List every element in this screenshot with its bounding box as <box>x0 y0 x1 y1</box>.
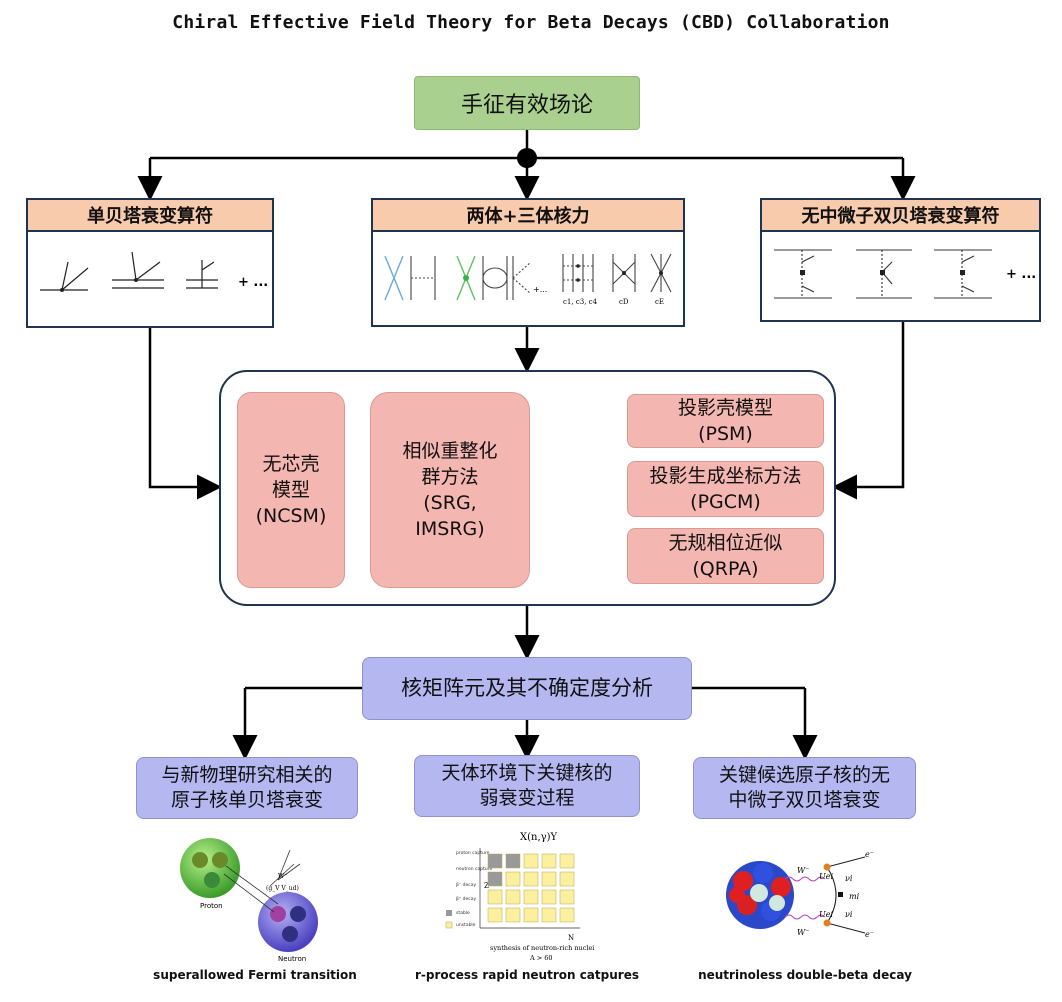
nuclide-cell <box>541 853 557 869</box>
ncsm-method: 无芯壳 模型 (NCSM) <box>237 392 345 588</box>
diagram-title: Chiral Effective Field Theory for Beta D… <box>172 12 890 33</box>
w-boson-label: W⁻ <box>278 873 287 880</box>
rprocess-title: X(n,γ)Y <box>520 832 558 843</box>
nuclide-cell <box>523 889 539 905</box>
single-beta-feynman-diagrams: + ... <box>40 251 268 292</box>
nuclide-cell <box>559 889 575 905</box>
rprocess-n-axis: N <box>568 934 574 942</box>
neutrino-label-bottom: νi <box>845 910 853 919</box>
neutron-icon <box>258 892 318 952</box>
nuclide-cell <box>505 889 521 905</box>
mass-label: mi <box>849 892 860 901</box>
rprocess-subtitle-a: A > 60 <box>529 954 553 962</box>
mixing-label-top: Uei <box>819 872 833 881</box>
dbd-operator-diagrams: + ... <box>762 232 1039 320</box>
nuclear-force-more: +... <box>533 285 547 294</box>
caption-fermi: superallowed Fermi transition <box>153 968 357 982</box>
nuclide-cell <box>559 871 575 887</box>
electron-label-bottom: e⁻ <box>865 930 874 939</box>
lec-label-ce: cE <box>655 298 664 306</box>
nuclide-cell <box>523 853 539 869</box>
electron-label-top: e⁻ <box>865 850 874 859</box>
dbd-operator-header: 无中微子双贝塔衰变算符 <box>762 200 1039 232</box>
caption-rprocess: r-process rapid neutron catpures <box>415 968 639 982</box>
legend-proton-capture: proton capture <box>456 850 490 856</box>
rprocess-z-axis: Z <box>484 882 489 890</box>
srg-method: 相似重整化 群方法 (SRG, IMSRG) <box>370 392 530 588</box>
nuclide-cell <box>487 853 503 869</box>
neutrino-label-top: νi <box>845 874 853 883</box>
qrpa-method: 无规相位近似 (QRPA) <box>627 528 824 584</box>
legend-unstable: unstable <box>456 922 476 928</box>
nuclide-cell <box>541 889 557 905</box>
nuclide-cell <box>523 871 539 887</box>
single-beta-more: + ... <box>238 275 268 290</box>
nuclear-force-panel: 两体+三体核力 <box>371 198 685 327</box>
nme-analysis-node: 核矩阵元及其不确定度分析 <box>362 657 692 720</box>
nuclear-force-feynman-diagrams: +... c1, c3, c4 cD cE <box>384 253 672 306</box>
chiral-eft-label: 手征有效场论 <box>460 93 593 118</box>
nucleus-icon <box>726 861 794 929</box>
mixing-label-bottom: Uei <box>819 910 833 919</box>
single-beta-diagrams: + ... <box>28 232 272 326</box>
nuclide-cell <box>487 871 503 887</box>
application-astro-weak-decay: 天体环境下关键核的 弱衰变过程 <box>414 755 640 817</box>
proton-label: Proton <box>200 902 223 910</box>
legend-neutron-capture: neutron capture <box>456 866 492 872</box>
nuclear-force-diagrams: +... c1, c3, c4 cD cE <box>373 232 683 325</box>
proton-icon <box>180 838 240 898</box>
application-single-beta: 与新物理研究相关的 原子核单贝塔衰变 <box>136 757 358 819</box>
nuclide-cell <box>559 853 575 869</box>
nuclide-cell <box>541 907 557 923</box>
dbd-operator-panel: 无中微子双贝塔衰变算符 + ... <box>760 198 1041 322</box>
nuclide-cell <box>505 871 521 887</box>
dbd-operator-more: + ... <box>1006 267 1036 282</box>
dbd-feynman-diagrams: + ... <box>774 249 1036 299</box>
fermi-transition-figure: Proton Neutron W⁻ (g_V V_ud) <box>180 838 318 963</box>
chiral-eft-node: 手征有效场论 <box>414 76 640 130</box>
w-label-top: W⁻ <box>797 866 809 875</box>
pgcm-method: 投影生成坐标方法 (PGCM) <box>627 461 824 517</box>
nuclide-cell <box>487 907 503 923</box>
application-0vbb: 关键候选原子核的无 中微子双贝塔衰变 <box>693 757 916 819</box>
rprocess-grid <box>487 853 575 923</box>
rprocess-figure: X(n,γ)Y proton capture neutron capture β… <box>445 832 594 962</box>
single-beta-operator-header: 单贝塔衰变算符 <box>28 200 272 232</box>
lec-label-cd: cD <box>619 298 629 306</box>
neutron-label: Neutron <box>278 955 306 963</box>
nuclide-cell <box>559 907 575 923</box>
nuclide-cell <box>487 889 503 905</box>
dbd-figure: W⁻ W⁻ e⁻ e⁻ Uei Uei νi νi mi <box>726 850 874 939</box>
nuclide-cell <box>523 907 539 923</box>
w-label-bottom: W⁻ <box>797 928 809 937</box>
caption-dbd: neutrinoless double-beta decay <box>698 968 912 982</box>
nuclide-cell <box>505 907 521 923</box>
legend-stable: stable <box>456 910 470 916</box>
nuclear-force-header: 两体+三体核力 <box>373 200 683 232</box>
single-beta-operator-panel: 单贝塔衰变算符 + ... <box>26 198 274 328</box>
nuclide-cell <box>541 871 557 887</box>
rprocess-subtitle: synthesis of neutron-rich nuclei <box>490 944 594 952</box>
junction-dot-top <box>517 148 537 168</box>
legend-beta-minus: β⁻ decay <box>456 882 477 888</box>
vertex-label: (g_V V_ud) <box>266 885 299 892</box>
legend-beta-plus: β⁺ decay <box>456 896 477 902</box>
psm-method: 投影壳模型 (PSM) <box>627 394 824 448</box>
lec-label-c1c3c4: c1, c3, c4 <box>563 298 598 306</box>
nuclide-cell <box>505 853 521 869</box>
